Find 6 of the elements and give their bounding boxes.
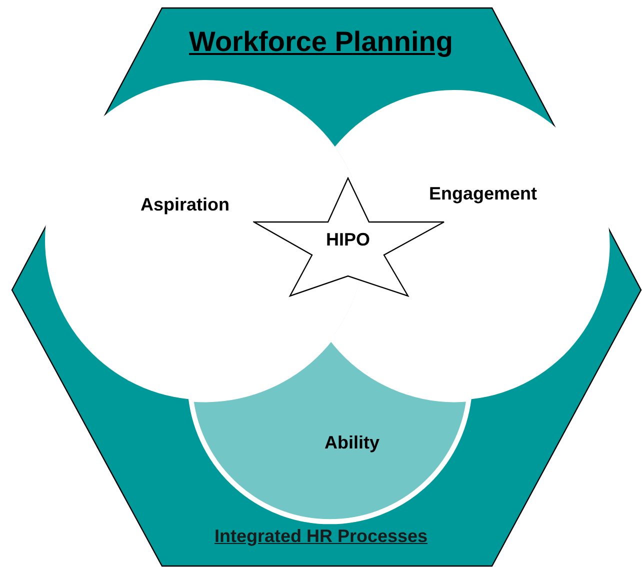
title: Workforce Planning <box>189 26 453 58</box>
circle-label: Ability <box>324 432 380 454</box>
circle-label: Engagement <box>428 183 537 204</box>
footer-text: Integrated HR Processes <box>214 526 428 547</box>
circle-label: Aspiration <box>140 194 230 216</box>
star-label: HIPO <box>326 230 370 250</box>
